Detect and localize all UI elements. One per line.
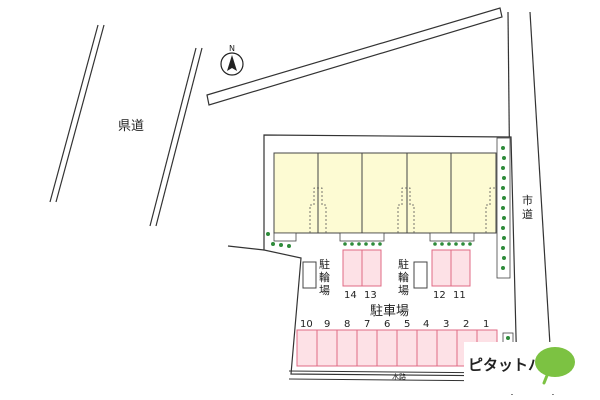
brand-logo: ピタットハウス xyxy=(464,342,600,394)
city-road-label-char-1: 市 xyxy=(522,193,533,207)
access-line xyxy=(227,245,265,251)
diagonal-road-strip xyxy=(206,7,503,106)
parking-spaces-middle xyxy=(342,249,471,287)
svg-text:駐: 駐 xyxy=(319,257,330,271)
prefectural-road xyxy=(49,24,203,227)
city-road-label: 市 道 xyxy=(522,193,533,221)
greenery xyxy=(266,137,514,344)
parking-number: 12 xyxy=(433,290,446,301)
svg-text:場: 場 xyxy=(319,284,330,297)
svg-text:駐: 駐 xyxy=(398,257,409,271)
city-road-label-char-2: 道 xyxy=(522,207,533,221)
waterway-label: 水路 xyxy=(392,372,406,381)
north-label: N xyxy=(229,44,235,53)
svg-text:輪: 輪 xyxy=(398,270,409,284)
parking-number: 8 xyxy=(344,319,350,330)
north-compass: N xyxy=(220,44,244,76)
parking-number: 9 xyxy=(324,319,330,330)
parking-number: 4 xyxy=(423,319,429,330)
brand-leaf-icon xyxy=(535,347,575,377)
parking-number: 5 xyxy=(404,319,410,330)
prefectural-road-label: 県道 xyxy=(118,119,144,134)
parking-number: 3 xyxy=(443,319,449,330)
parking-numbers-middle: 14 13 12 11 xyxy=(344,290,466,301)
parking-number: 11 xyxy=(453,290,466,301)
parking-lot-label: 駐車場 xyxy=(370,304,409,319)
parking-number: 6 xyxy=(384,319,390,330)
parking-number: 13 xyxy=(364,290,377,301)
bicycle-parking-label-left: 駐 輪 場 xyxy=(319,257,330,297)
apartment-building xyxy=(273,152,497,242)
svg-text:輪: 輪 xyxy=(319,270,330,284)
parking-number: 2 xyxy=(463,319,469,330)
parking-number: 1 xyxy=(483,319,489,330)
parking-number: 14 xyxy=(344,290,357,301)
parking-numbers-bottom: 10 9 8 7 6 5 4 3 2 1 xyxy=(300,319,489,330)
parking-number: 7 xyxy=(364,319,370,330)
bicycle-parking-areas xyxy=(302,261,428,289)
parking-number: 10 xyxy=(300,319,313,330)
bicycle-parking-label-right: 駐 輪 場 xyxy=(398,257,409,297)
svg-text:場: 場 xyxy=(398,284,409,297)
